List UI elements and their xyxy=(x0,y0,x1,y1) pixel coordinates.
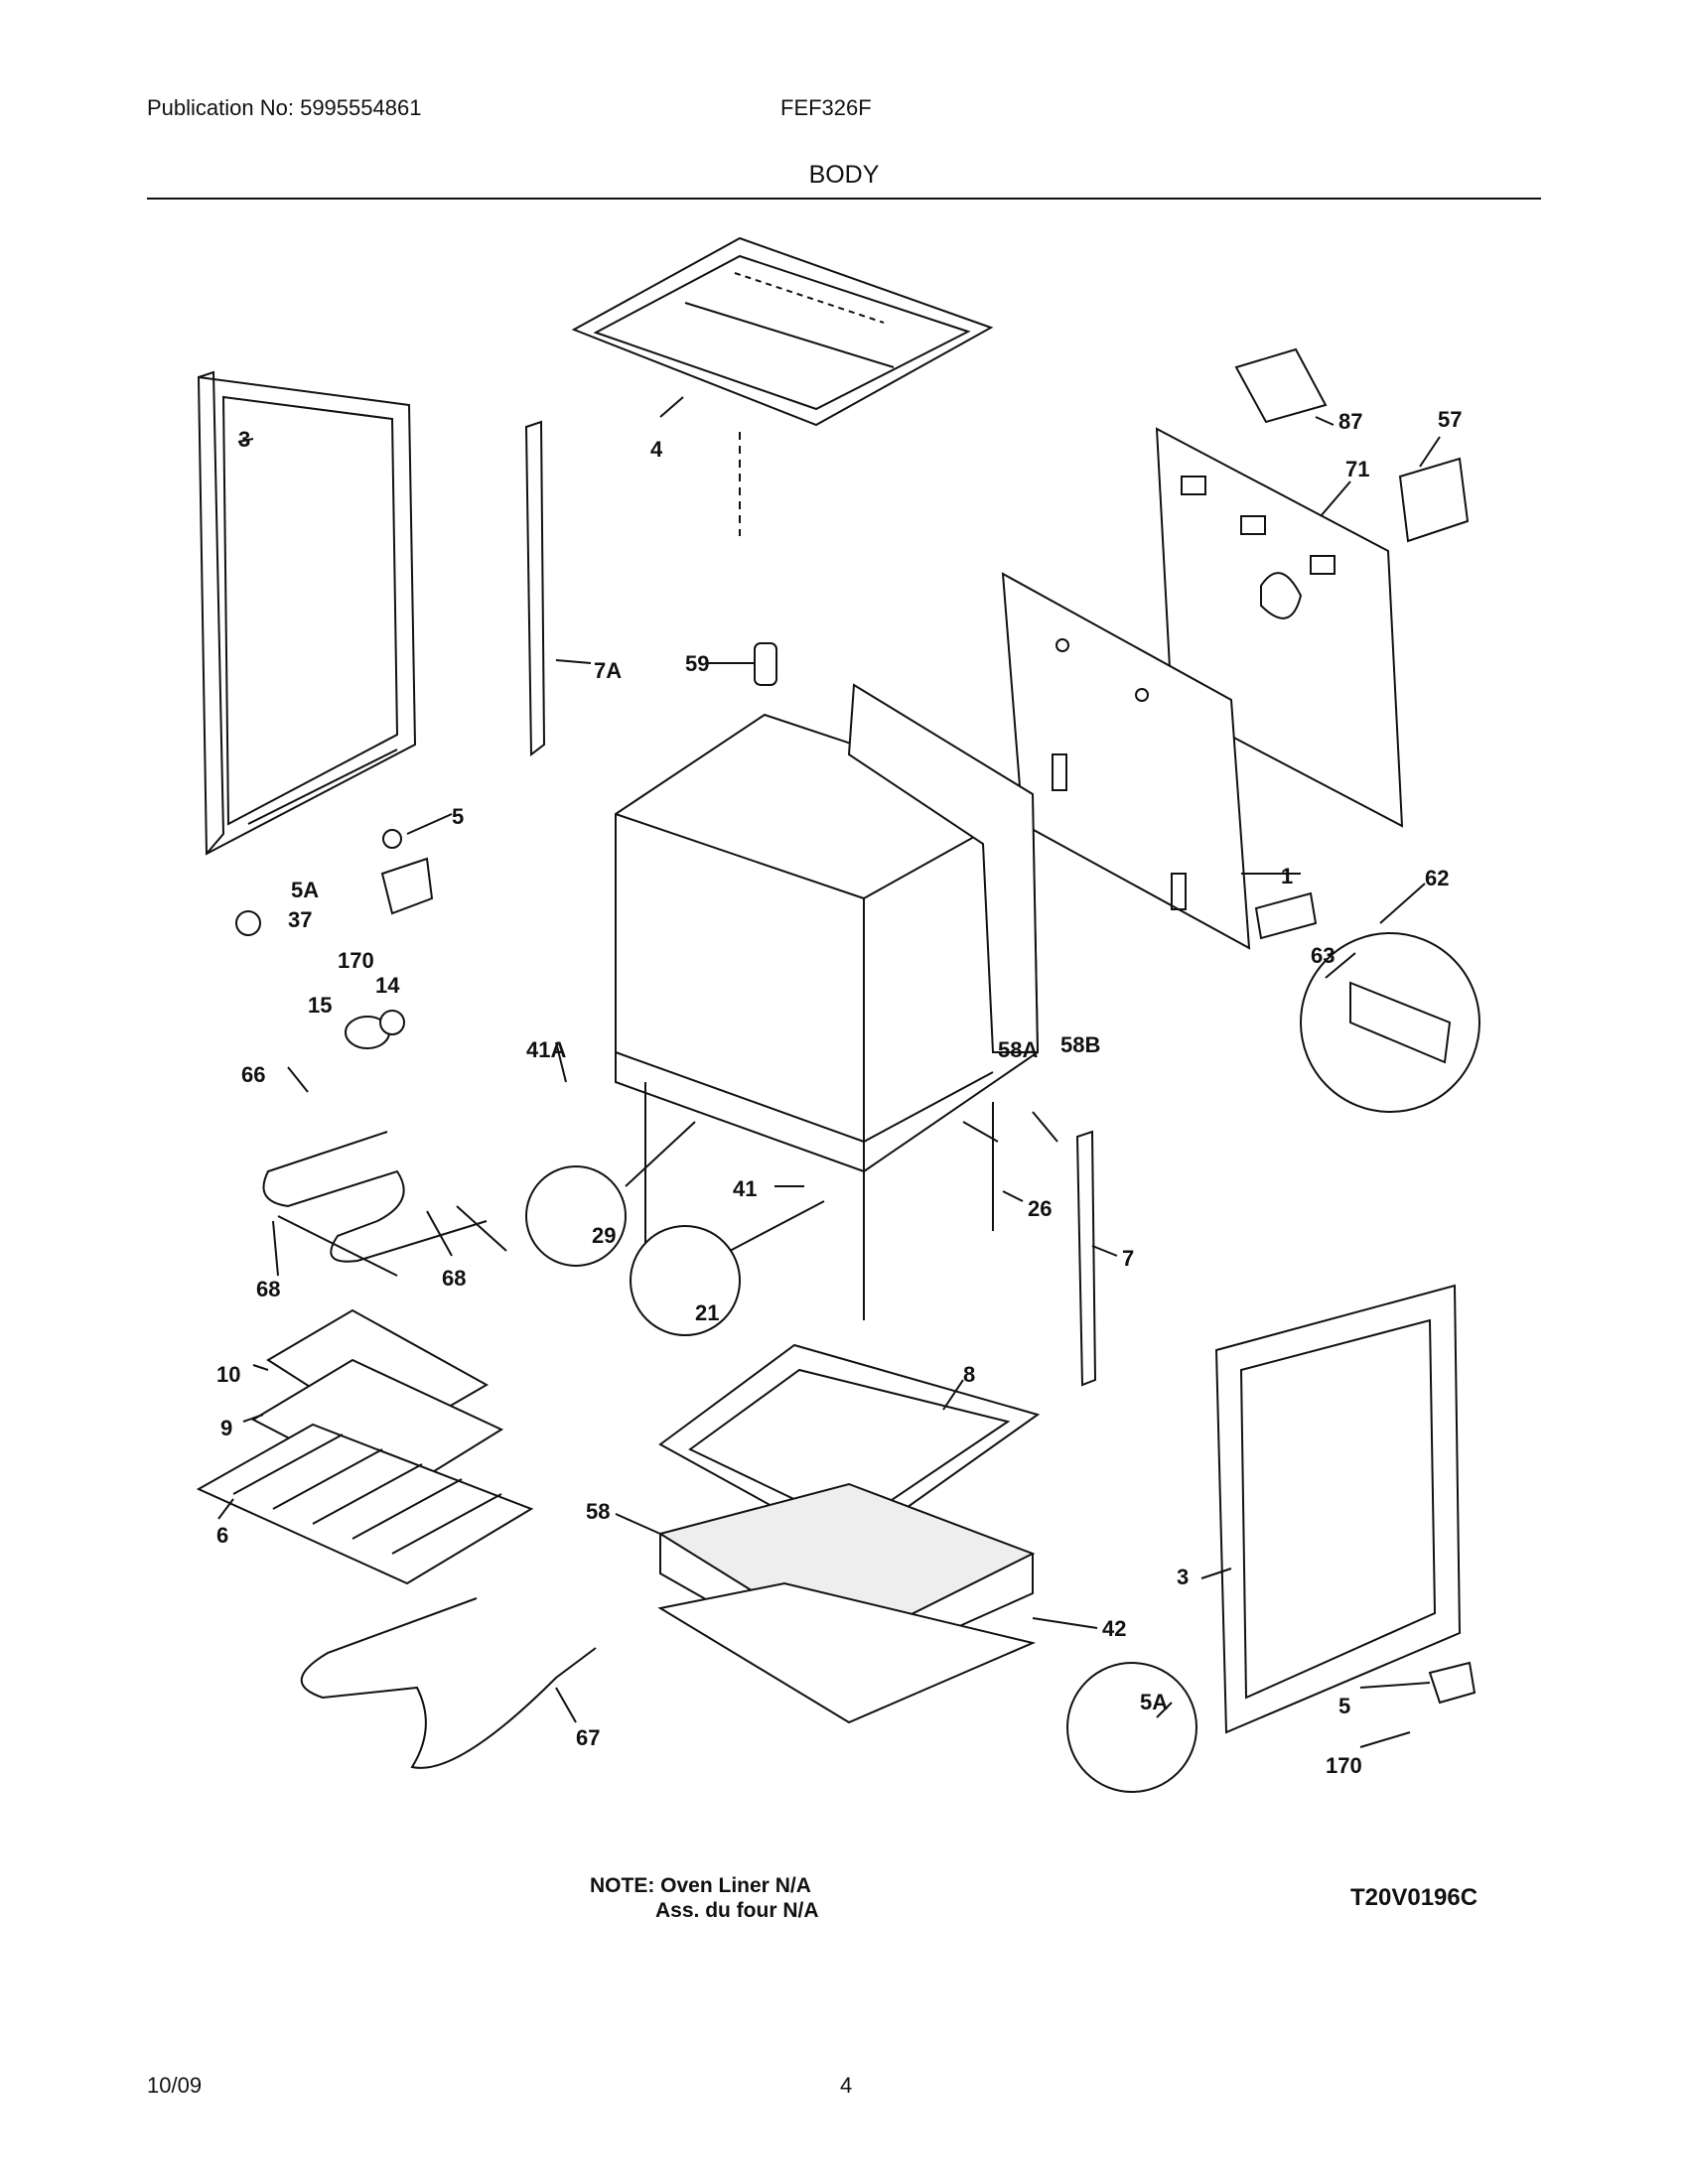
callout-63: 63 xyxy=(1311,943,1335,968)
detail-circle-29 xyxy=(525,1165,627,1267)
callout-68-left: 68 xyxy=(256,1277,280,1301)
note-line-1: NOTE: Oven Liner N/A xyxy=(590,1874,811,1897)
bake-element-drawing xyxy=(300,1597,597,1769)
callout-3-left: 3 xyxy=(238,427,250,452)
bracket-87-drawing xyxy=(1234,347,1328,424)
diagram-code: T20V0196C xyxy=(1350,1884,1478,1911)
callout-58a: 58A xyxy=(998,1037,1038,1062)
callout-29: 29 xyxy=(592,1223,616,1248)
callout-3-right: 3 xyxy=(1177,1565,1189,1589)
page-number: 4 xyxy=(840,2073,853,2098)
callout-4: 4 xyxy=(650,437,663,462)
callout-170-left: 170 xyxy=(338,948,374,973)
note-line-2: Ass. du four N/A xyxy=(655,1899,819,1922)
callout-5a-left: 5A xyxy=(291,878,319,902)
callout-37: 37 xyxy=(288,907,312,932)
publication-number: Publication No: 5995554861 xyxy=(147,95,422,120)
callout-10: 10 xyxy=(216,1362,240,1387)
model-number: FEF326F xyxy=(780,95,872,120)
broil-element-drawing xyxy=(262,1131,488,1263)
section-title: BODY xyxy=(808,161,880,189)
callout-15: 15 xyxy=(308,993,332,1018)
top-panel-drawing xyxy=(571,236,994,536)
callout-68-right: 68 xyxy=(442,1266,466,1291)
callout-5-left: 5 xyxy=(452,804,464,829)
callout-5-right: 5 xyxy=(1338,1694,1350,1718)
callout-62: 62 xyxy=(1425,866,1449,890)
callout-26: 26 xyxy=(1028,1196,1052,1221)
oven-rack-drawing xyxy=(196,1423,534,1585)
header-divider xyxy=(147,198,1541,200)
hinge-7a-drawing xyxy=(524,420,546,757)
vent-57-drawing xyxy=(1398,457,1470,543)
oven-body-drawing xyxy=(615,683,1040,1320)
callout-41a: 41A xyxy=(526,1037,566,1062)
callout-7a: 7A xyxy=(594,658,622,683)
left-side-panel-drawing xyxy=(197,370,417,856)
callout-21: 21 xyxy=(695,1300,719,1325)
hinge-7-drawing xyxy=(1075,1130,1097,1387)
callout-67: 67 xyxy=(576,1725,600,1750)
part-59-drawing xyxy=(754,642,777,686)
callout-66: 66 xyxy=(241,1062,265,1087)
callout-6: 6 xyxy=(216,1523,228,1548)
callout-8: 8 xyxy=(963,1362,975,1387)
detail-circle-21 xyxy=(630,1225,741,1336)
detail-circle-5a xyxy=(1066,1662,1197,1793)
callout-58b: 58B xyxy=(1060,1032,1100,1057)
callout-58: 58 xyxy=(586,1499,610,1524)
callout-41: 41 xyxy=(733,1176,757,1201)
callout-5a-right: 5A xyxy=(1140,1690,1168,1714)
inner-back-panel-drawing xyxy=(1001,572,1251,950)
callout-42: 42 xyxy=(1102,1616,1126,1641)
callout-170-right: 170 xyxy=(1326,1753,1362,1778)
footer-date: 10/09 xyxy=(147,2073,203,2098)
callout-57: 57 xyxy=(1438,407,1462,432)
callout-59: 59 xyxy=(685,651,709,676)
bottom-panel-drawing xyxy=(657,1581,1037,1724)
callout-1: 1 xyxy=(1281,864,1293,888)
callout-9: 9 xyxy=(220,1416,232,1440)
detail-circle-62 xyxy=(1300,932,1480,1113)
callout-7: 7 xyxy=(1122,1246,1134,1271)
callout-71: 71 xyxy=(1345,457,1369,481)
callout-14: 14 xyxy=(375,973,400,998)
callout-87: 87 xyxy=(1338,409,1362,434)
right-side-panel-drawing xyxy=(1214,1284,1462,1734)
